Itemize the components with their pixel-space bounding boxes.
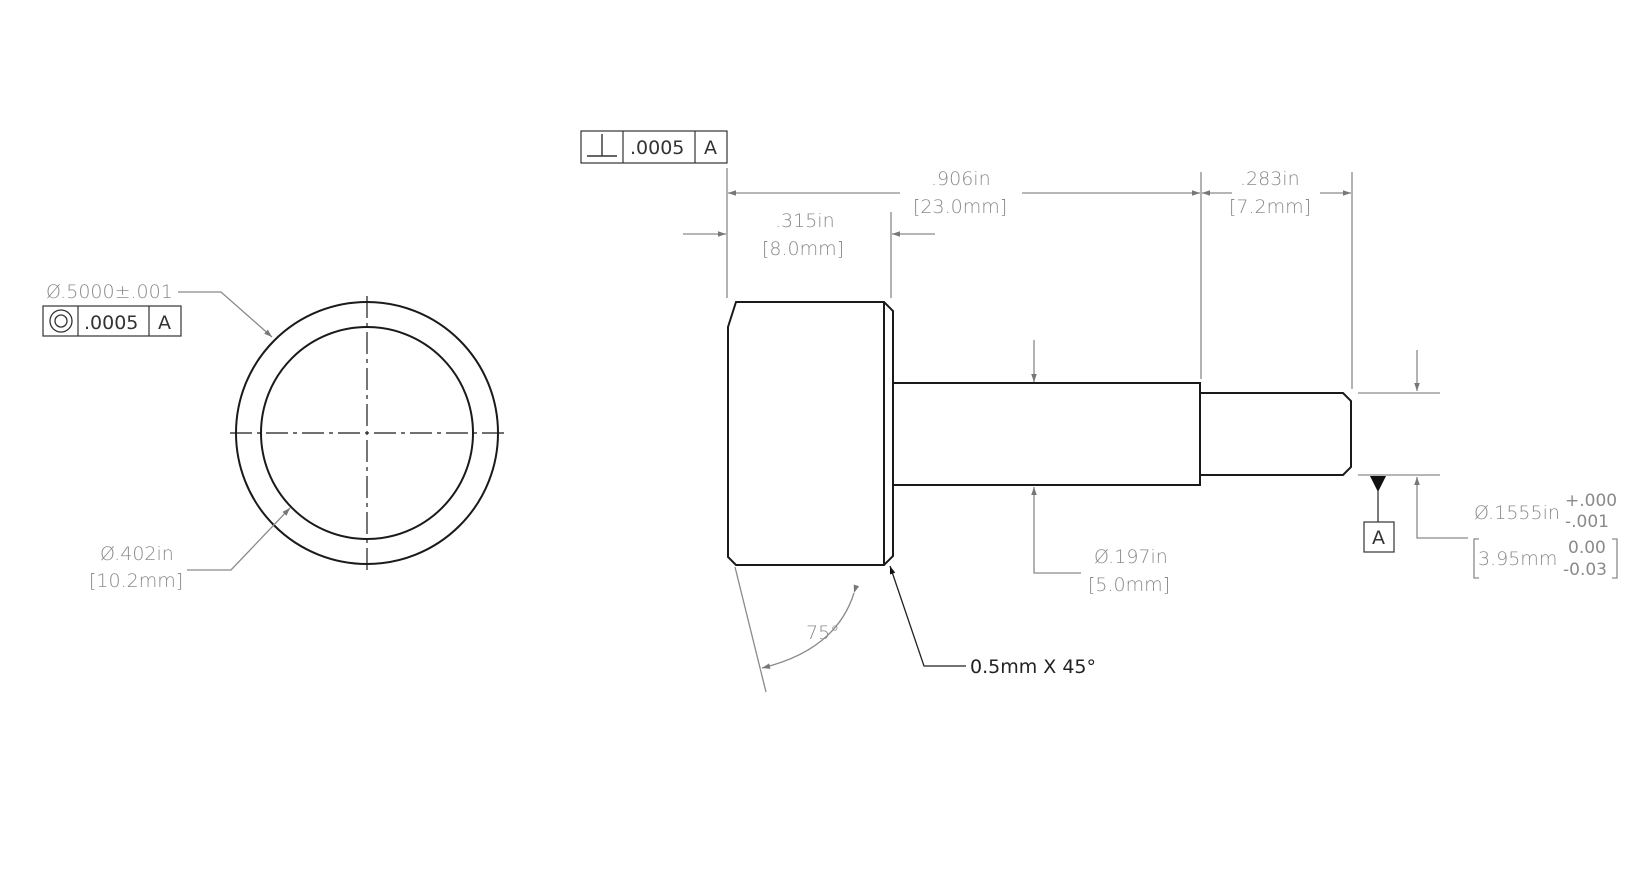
step-length-in: .283in: [1240, 168, 1300, 190]
side-view: .0005 A .906in [23.0mm] .283in [7.2mm] .…: [580, 130, 1618, 693]
overall-length-mm: [23.0mm]: [913, 196, 1007, 218]
part-head: [727, 301, 894, 566]
step-length-mm: [7.2mm]: [1229, 196, 1311, 218]
datum-label: A: [1372, 527, 1385, 549]
shank-diameter-mm: [5.0mm]: [1088, 574, 1170, 596]
concentricity-datum: A: [158, 312, 171, 334]
perpendicularity-datum: A: [704, 137, 717, 159]
concentricity-icon: [49, 309, 73, 333]
perpendicularity-frame: .0005 A: [580, 130, 728, 164]
chamfer-leader: [889, 565, 966, 667]
outer-diameter-leader: [178, 291, 273, 338]
part-pin: [1199, 392, 1352, 476]
angle-label: 75°: [806, 622, 840, 644]
head-length-mm: [8.0mm]: [762, 238, 844, 260]
angle-ext-line: [734, 566, 767, 693]
head-length-in: .315in: [775, 210, 835, 232]
pin-tol-upper-mm: 0.00: [1568, 538, 1606, 558]
pin-tol-lower-in: -.001: [1565, 512, 1609, 532]
shank-diameter-in: Ø.197in: [1094, 546, 1168, 568]
inner-diameter-leader: [187, 507, 291, 571]
end-view: Ø.5000±.001 .0005 A Ø.402in [10.2mm]: [42, 281, 506, 592]
perpendicularity-tolerance: .0005: [630, 137, 684, 159]
pin-tol-upper-in: +.000: [1565, 491, 1617, 511]
inner-diameter-in: Ø.402in: [100, 543, 174, 565]
pin-tol-lower-mm: -0.03: [1563, 560, 1607, 580]
part-shank: [892, 382, 1201, 486]
pin-diameter-mm: 3.95mm: [1478, 548, 1557, 570]
pin-diameter-in: Ø.1555in: [1474, 502, 1560, 524]
concentricity-tolerance: .0005: [84, 312, 138, 334]
concentricity-frame: .0005 A: [42, 305, 182, 337]
inner-diameter-mm: [10.2mm]: [89, 570, 183, 592]
angle-arc: [761, 584, 860, 669]
outer-diameter-label: Ø.5000±.001: [46, 281, 173, 303]
perpendicularity-icon: [587, 134, 617, 157]
datum-triangle-icon: [1370, 476, 1386, 492]
datum-symbol: A: [1363, 476, 1395, 553]
chamfer-label: 0.5mm X 45°: [970, 656, 1096, 678]
overall-length-in: .906in: [931, 168, 991, 190]
